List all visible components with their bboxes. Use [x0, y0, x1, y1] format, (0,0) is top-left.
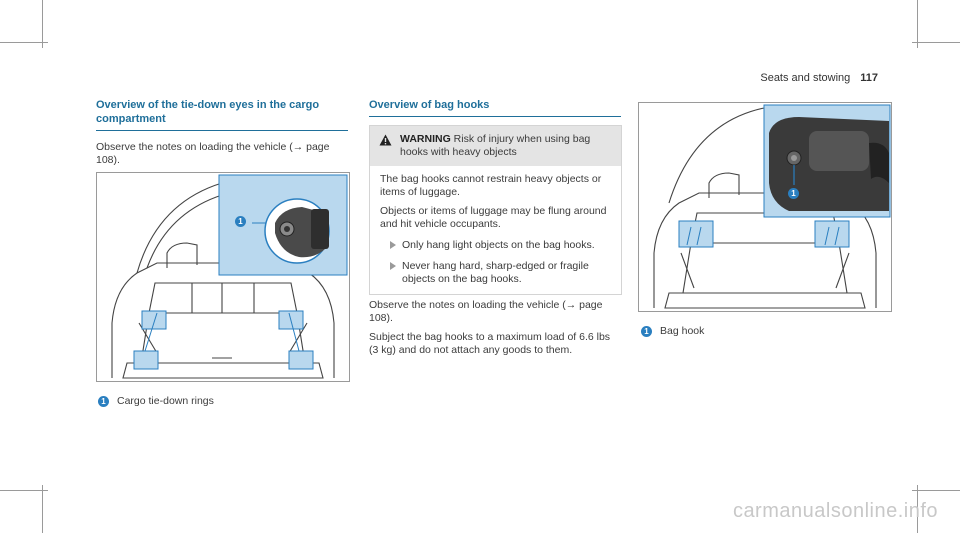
crop-mark [912, 42, 960, 43]
left-column: Overview of the tie-down eyes in the car… [96, 98, 348, 173]
bullet-arrow-icon [390, 241, 396, 249]
section-title: Seats and stowing [760, 72, 851, 84]
warning-text: Risk of injury when using bag hooks with… [400, 133, 591, 158]
warning-paragraph-2: Objects or items of luggage may be flung… [380, 205, 607, 230]
warning-triangle-icon [379, 134, 392, 146]
watermark: carmanualsonline.info [732, 500, 938, 522]
warning-title: WARNING [400, 133, 451, 145]
bullet-arrow-icon [390, 262, 396, 270]
legend-label: Cargo tie-down rings [117, 395, 214, 407]
page-number: 117 [860, 72, 878, 84]
crop-mark [42, 485, 43, 533]
callout-1: 1 [235, 216, 246, 227]
crop-mark [917, 0, 918, 48]
bag-hook-illustration [653, 104, 891, 309]
legend-callout: 1 [641, 325, 652, 337]
page-header: Seats and stowing 117 [760, 72, 878, 84]
warning-header: WARNING Risk of injury when using bag ho… [370, 126, 621, 166]
tie-down-heading: Overview of the tie-down eyes in the car… [96, 98, 348, 131]
bullet-item: Never hang hard, sharp-edged or fragile … [380, 260, 613, 286]
crop-mark [0, 490, 48, 491]
bag-hooks-heading: Overview of bag hooks [369, 98, 621, 117]
warning-box: WARNING Risk of injury when using bag ho… [369, 125, 622, 295]
cargo-tie-down-figure: 1 [96, 172, 350, 382]
middle-column: Overview of bag hooks [369, 98, 621, 127]
legend-callout: 1 [98, 395, 109, 407]
crop-mark [912, 490, 960, 491]
callout-1: 1 [788, 188, 799, 199]
loading-notes-paragraph: Observe the notes on loading the vehicle… [369, 299, 603, 324]
warning-body: The bag hooks cannot restrain heavy obje… [370, 166, 621, 294]
crop-mark [42, 0, 43, 48]
legend-label: Bag hook [660, 325, 705, 337]
middle-lower-text: Observe the notes on loading the vehicle… [369, 299, 621, 363]
crop-mark [0, 42, 48, 43]
tie-down-legend: 1 Cargo tie-down rings [98, 395, 214, 407]
bullet-item: Only hang light objects on the bag hooks… [380, 239, 613, 252]
cargo-compartment-illustration [111, 174, 348, 379]
crop-mark [917, 485, 918, 533]
bag-hook-legend: 1 Bag hook [641, 325, 704, 337]
warning-paragraph-1: The bag hooks cannot restrain heavy obje… [380, 173, 602, 198]
max-load-paragraph: Subject the bag hooks to a maximum load … [369, 331, 611, 356]
bag-hook-figure: 1 [638, 102, 892, 312]
left-paragraph: Observe the notes on loading the vehicle… [96, 141, 330, 166]
